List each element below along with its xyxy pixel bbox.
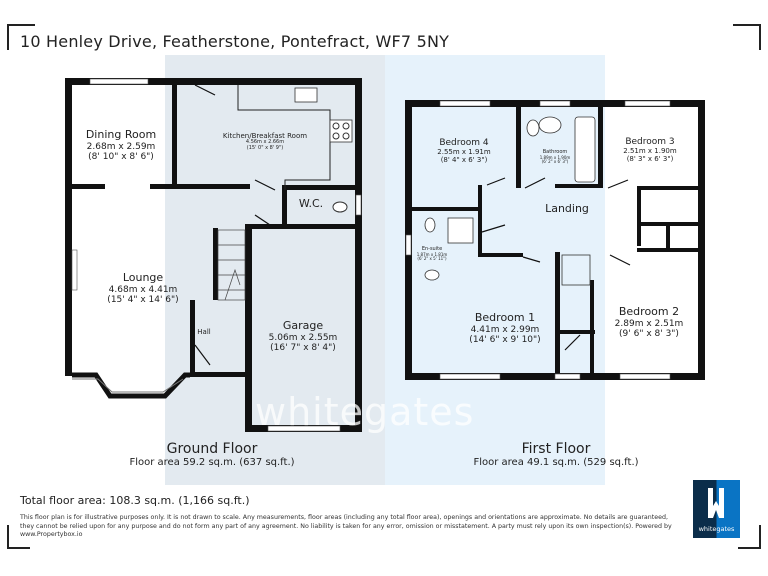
room-wc: W.C. (298, 197, 324, 210)
room-bedroom-1: Bedroom 1 4.41m x 2.99m (14' 6" x 9' 10"… (469, 311, 541, 345)
logo-mark-icon (708, 488, 724, 518)
room-lounge: Lounge 4.68m x 4.41m (15' 4" x 14' 6") (107, 271, 179, 305)
room-hall: Hall (197, 328, 211, 336)
room-bathroom: Bathroom 1.89m x 1.90m (6' 2" x 6' 3") (539, 149, 571, 165)
ground-floor-plan (65, 78, 362, 432)
first-floor-caption: First Floor Floor area 49.1 sq.m. (529 s… (473, 441, 639, 469)
total-floor-area: Total floor area: 108.3 sq.m. (1,166 sq.… (20, 494, 250, 507)
room-bedroom-3: Bedroom 3 2.51m x 1.90m (8' 3" x 6' 3") (623, 137, 677, 164)
room-en-suite: En-suite 1.87m x 1.81m (6' 2" x 5' 11") (416, 246, 448, 262)
whitegates-logo: whitegates (693, 480, 740, 538)
ground-floor-caption: Ground Floor Floor area 59.2 sq.m. (637 … (129, 441, 295, 469)
watermark-panel-right (385, 55, 605, 485)
first-floor-plan (405, 100, 705, 380)
room-garage: Garage 5.06m x 2.55m (16' 7" x 8' 4") (268, 319, 338, 353)
room-landing: Landing (545, 202, 589, 215)
property-address-title: 10 Henley Drive, Featherstone, Pontefrac… (20, 32, 450, 51)
room-bedroom-4: Bedroom 4 2.55m x 1.91m (8' 4" x 6' 3") (437, 138, 491, 165)
room-bedroom-2: Bedroom 2 2.89m x 2.51m (9' 6" x 8' 3") (614, 305, 684, 339)
logo-text: whitegates (698, 525, 735, 533)
watermark-text: whitegates (255, 390, 475, 434)
corner-brackets (7, 24, 761, 549)
room-kitchen: Kitchen/Breakfast Room 4.56m x 2.66m (15… (222, 132, 308, 151)
disclaimer-text: This floor plan is for illustrative purp… (20, 514, 672, 538)
room-dining-room: Dining Room 2.68m x 2.59m (8' 10" x 8' 6… (85, 128, 157, 162)
